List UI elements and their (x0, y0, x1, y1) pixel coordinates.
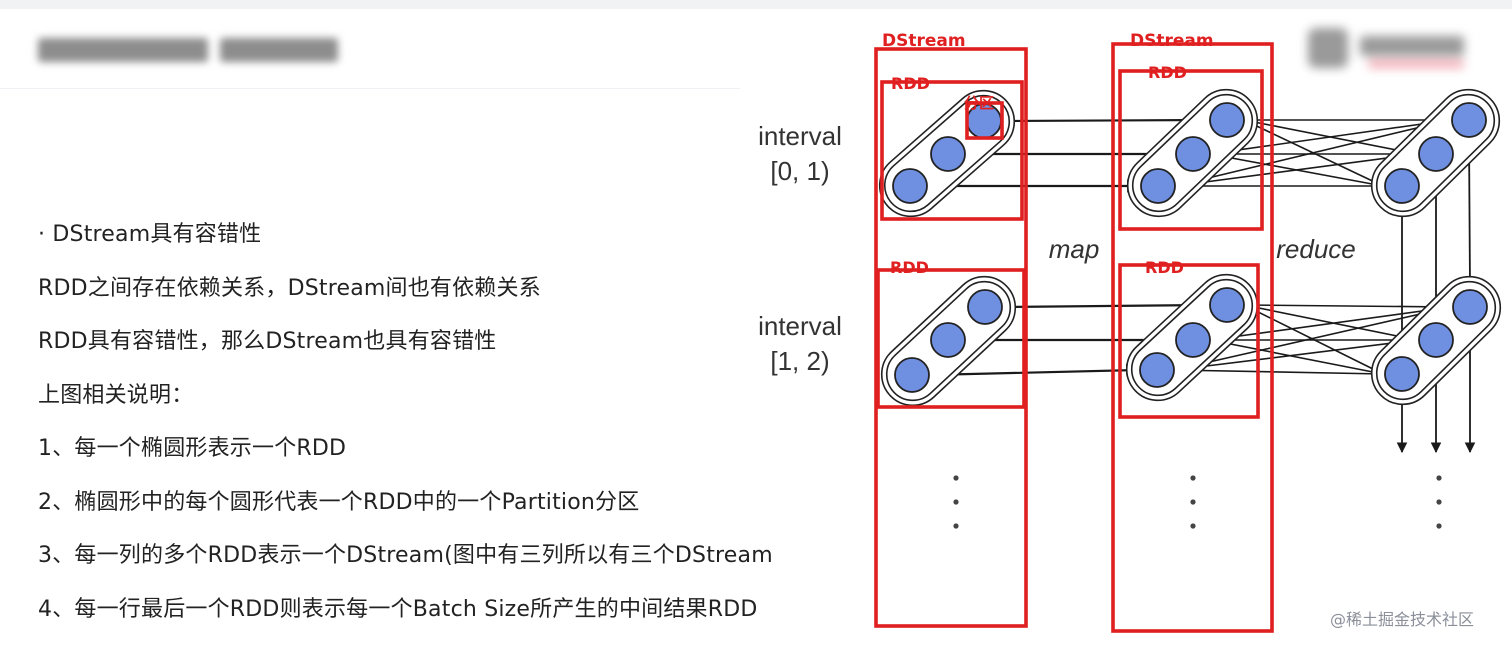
partition-c2r1-2 (1175, 136, 1211, 172)
partition-c1r1-1 (892, 168, 928, 204)
partition-c1r2-1 (894, 357, 930, 393)
ellipsis-dot-3-2 (1436, 499, 1442, 505)
interval-range-2: [1, 2) (770, 346, 829, 376)
dstream-box-1 (874, 47, 1028, 628)
ellipsis-dot-1-2 (953, 499, 959, 505)
map-edge-row1-3 (1000, 113, 1210, 127)
header-divider (0, 88, 740, 89)
reduce-edge-row2-2-3 (1209, 303, 1452, 341)
dstream-box-2 (1111, 42, 1274, 633)
rdd-partitions (892, 102, 1488, 393)
rdd-annotation-c2r1: RDD (1148, 63, 1187, 82)
ellipsis-dot-2-2 (1190, 499, 1196, 505)
reduce-edge-row2-1-1 (1173, 369, 1384, 379)
blurred-article-title (38, 30, 338, 70)
dstream-annotation-2: DStream (1130, 31, 1214, 51)
rdd-box-c1r2 (876, 268, 1026, 409)
partition-c2r2-2 (1175, 322, 1211, 358)
map-edge-row2-1 (928, 363, 1140, 377)
text-line-3: RDD具有容错性，那么DStream也具有容错性 (38, 329, 497, 354)
rdd-outline (885, 280, 1012, 402)
annotation-boxes (874, 42, 1274, 633)
rdd-box-c2r2 (1118, 263, 1260, 419)
reduce-label: reduce (1276, 234, 1356, 264)
dstream-annotation-1: DStream (882, 31, 966, 51)
bullet-heading: · DStream具有容错性 (38, 222, 262, 247)
partition-c2r2-3 (1209, 287, 1245, 323)
text-line-6: 2、椭圆形中的每个圆形代表一个RDD中的一个Partition分区 (38, 490, 640, 515)
rdd-outline (1130, 278, 1254, 397)
reduce-edge-row2-3-1 (1243, 304, 1384, 375)
partition-annotation: 分区 (964, 94, 994, 112)
rdd-outline (1131, 93, 1254, 213)
text-line-8: 4、每一行最后一个RDD则表示每一个Batch Size所产生的中间结果RDD (38, 597, 758, 622)
partition-c3r1-2 (1418, 136, 1454, 172)
reduce-edge-row1-2-1 (1209, 153, 1384, 190)
partition-c3r1-1 (1384, 168, 1420, 204)
ellipsis-dot-3-3 (1436, 523, 1442, 529)
partition-c2r2-1 (1139, 352, 1175, 388)
ellipsis-dot-1-3 (953, 523, 959, 529)
reduce-edge-row2-3-3 (1243, 302, 1452, 312)
partition-c1r2-3 (967, 289, 1003, 325)
rdd-annotation-c1r2: RDD (890, 258, 929, 277)
partition-c2r1-1 (1140, 168, 1176, 204)
rdd-box-c2r1 (1118, 69, 1264, 231)
reduce-edge-row2-2-1 (1209, 339, 1384, 378)
partition-c3r1-3 (1451, 102, 1487, 138)
ellipsis-dot-2-3 (1190, 523, 1196, 529)
partition-c3r2-2 (1418, 322, 1454, 358)
map-label: map (1049, 234, 1100, 264)
ellipsis-dot-2-1 (1190, 475, 1196, 481)
rdd-annotation-c1r1: RDD (891, 74, 930, 93)
text-line-7: 3、每一列的多个RDD表示一个DStream(图中有三列所以有三个DStream (38, 543, 773, 568)
rdd-outline (1375, 93, 1496, 213)
interval-label-1: interval (758, 121, 842, 151)
partition-box (965, 101, 1004, 140)
rdd-box-c1r1 (880, 80, 1024, 221)
text-line-2: RDD之间存在依赖关系，DStream间也有依赖关系 (38, 276, 541, 301)
continuation-dots (953, 475, 1442, 529)
ellipsis-dot-1-1 (953, 475, 959, 481)
dstream-diagram: interval [0, 1) interval [1, 2) map redu… (758, 31, 1502, 633)
text-line-4: 上图相关说明： (38, 383, 194, 408)
watermark: @稀土掘金技术社区 (1330, 610, 1475, 629)
ellipsis-dot-3-1 (1436, 475, 1442, 481)
partition-c1r2-2 (930, 322, 966, 358)
rdd-annotation-c2r2: RDD (1145, 258, 1184, 277)
map-edge-row2-3 (1001, 298, 1210, 312)
dependency-edges (927, 113, 1476, 454)
interval-range-1: [0, 1) (770, 156, 829, 186)
partition-c1r1-2 (930, 136, 966, 172)
partition-c3r2-1 (1384, 356, 1420, 392)
rdd-outline (1375, 280, 1497, 401)
top-bar (0, 0, 1512, 9)
reduce-edge-row1-3-1 (1243, 119, 1384, 187)
interval-label-2: interval (758, 311, 842, 341)
reduce-edge-row2-1-2 (1173, 336, 1418, 371)
text-line-5: 1、每一个椭圆形表示一个RDD (38, 436, 347, 461)
blurred-logo (1308, 24, 1468, 72)
partition-c3r2-3 (1452, 289, 1488, 325)
partition-c2r1-3 (1209, 102, 1245, 138)
